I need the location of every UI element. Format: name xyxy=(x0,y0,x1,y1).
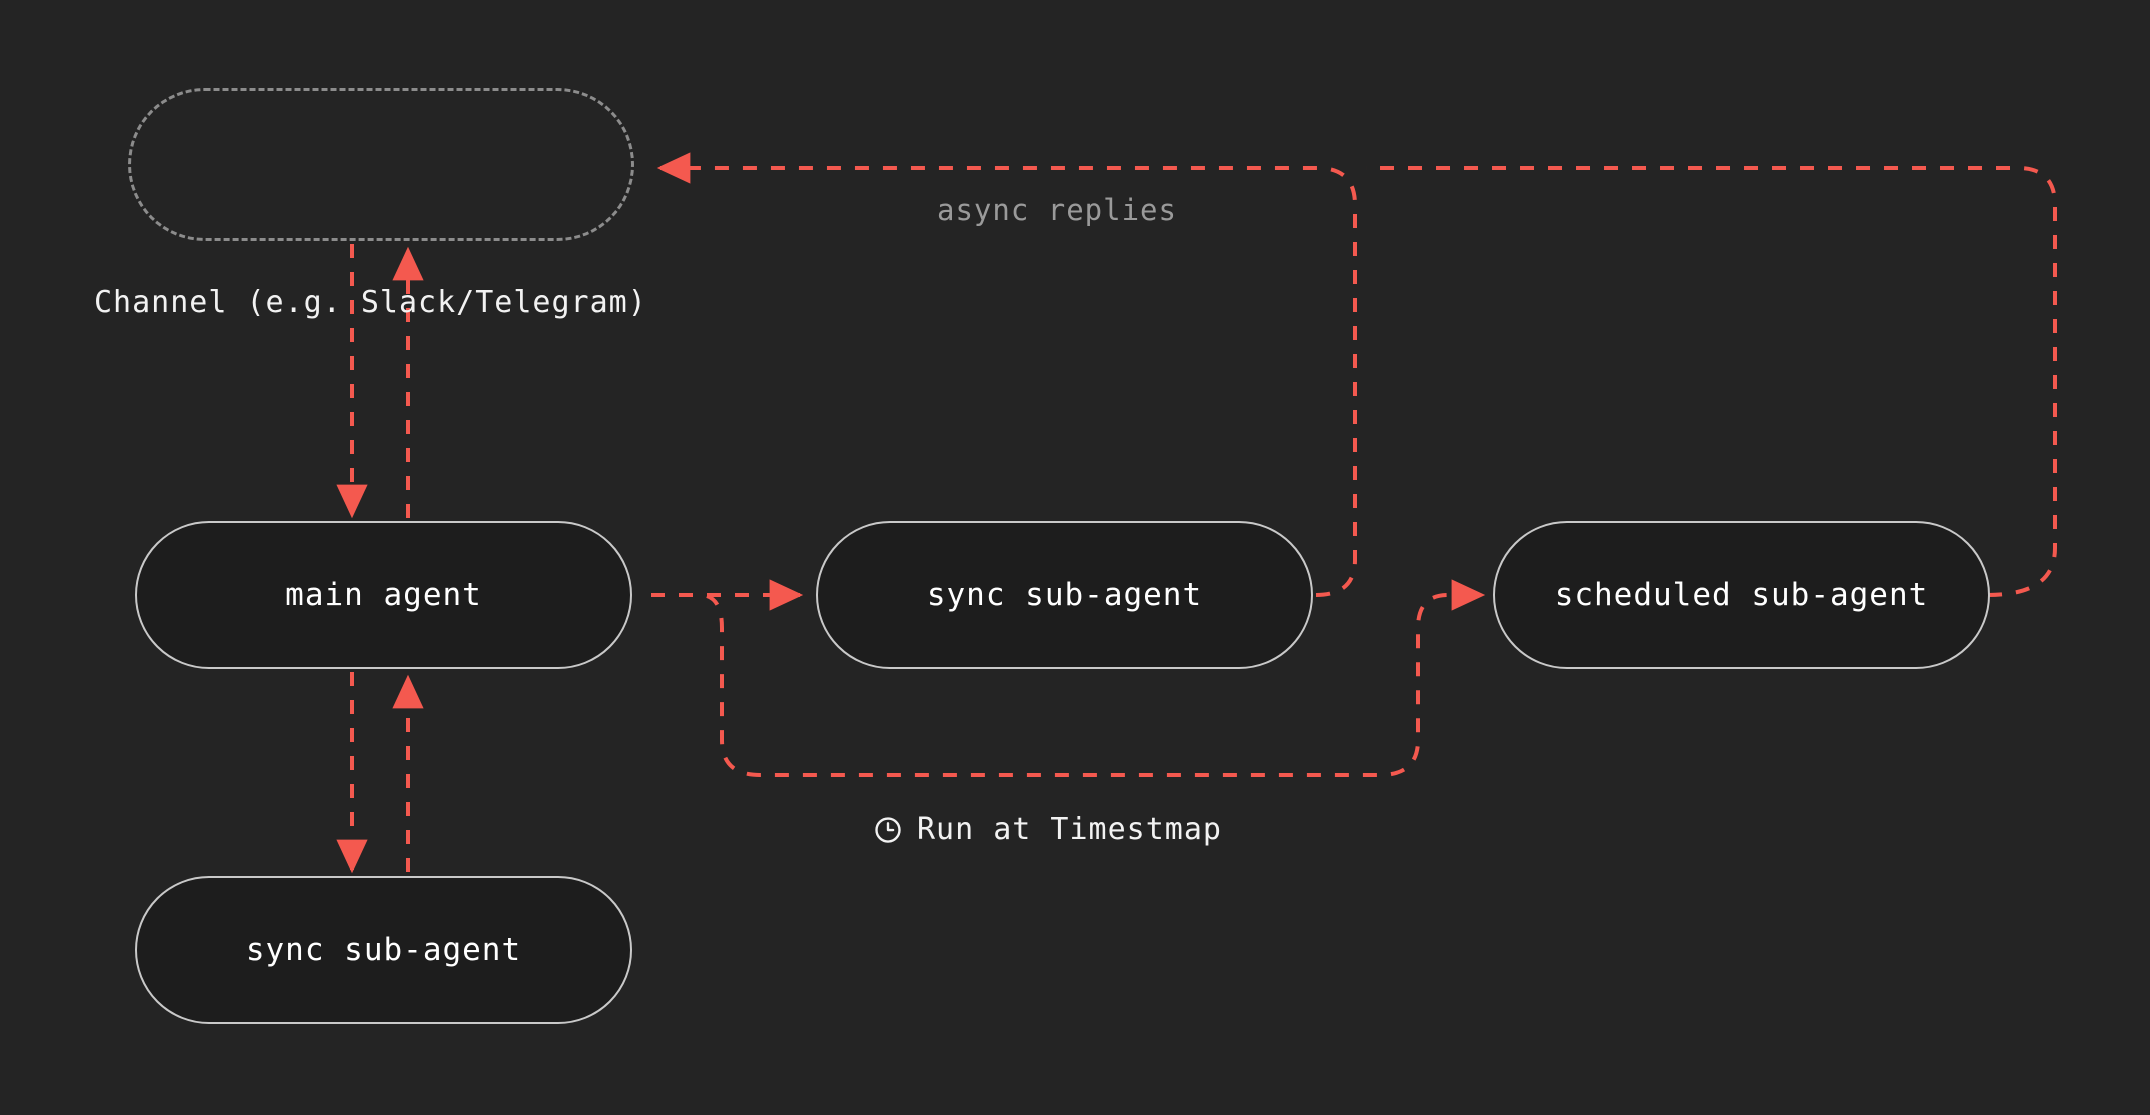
channel-caption: Channel (e.g. Slack/Telegram) xyxy=(94,285,647,320)
node-sync-sub-agent-down[interactable]: sync sub-agent xyxy=(135,876,632,1024)
node-sync-sub-agent-right[interactable]: sync sub-agent xyxy=(816,521,1313,669)
node-sync-sub-agent-down-label: sync sub-agent xyxy=(245,932,522,968)
node-main-agent-label: main agent xyxy=(285,577,482,613)
run-at-timestamp-label: Run at Timestmap xyxy=(873,812,1222,847)
node-scheduled-sub-agent-label: scheduled sub-agent xyxy=(1554,577,1929,613)
async-replies-label: async replies xyxy=(937,193,1177,227)
node-scheduled-sub-agent[interactable]: scheduled sub-agent xyxy=(1493,521,1990,669)
node-channel[interactable] xyxy=(128,88,634,241)
node-main-agent[interactable]: main agent xyxy=(135,521,632,669)
node-sync-sub-agent-right-label: sync sub-agent xyxy=(926,577,1203,613)
run-at-timestamp-text: Run at Timestmap xyxy=(917,812,1222,847)
clock-icon xyxy=(873,815,903,845)
